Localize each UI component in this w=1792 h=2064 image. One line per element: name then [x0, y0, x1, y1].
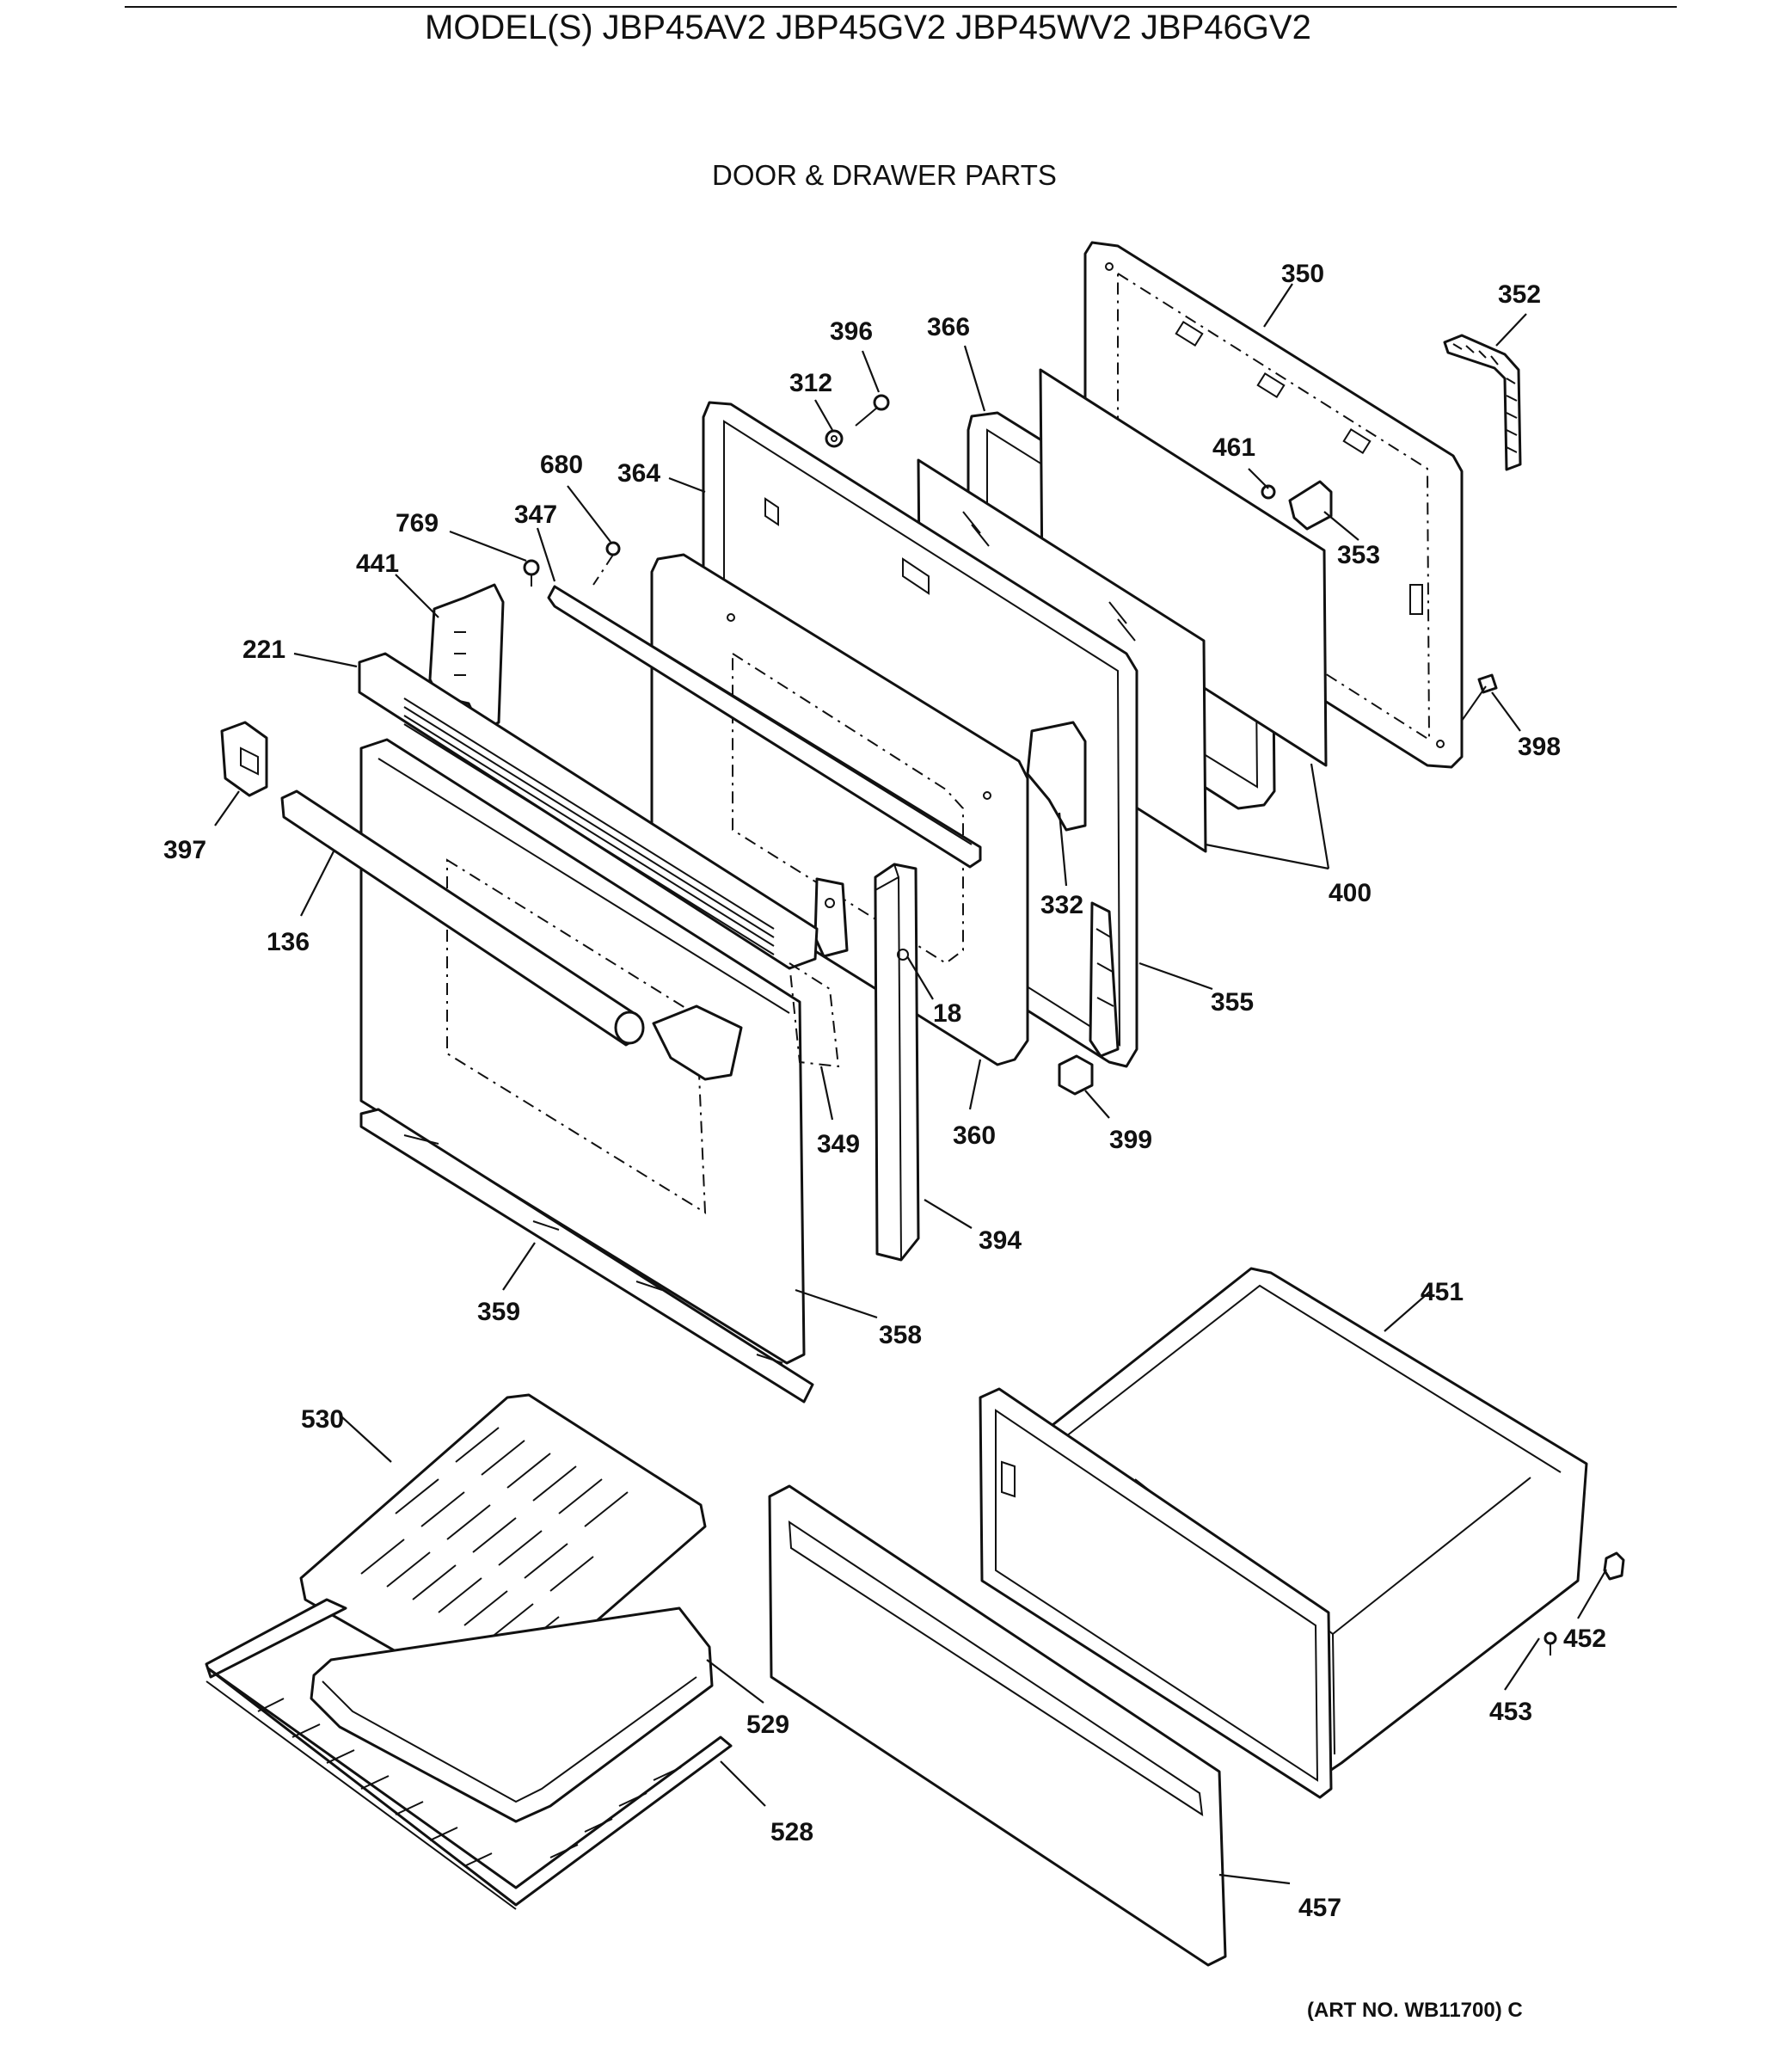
callout-332: 332 [1040, 891, 1083, 919]
part-396-screw [855, 394, 890, 427]
callout-355: 355 [1211, 988, 1254, 1017]
part-332-heat-shield [1026, 721, 1087, 832]
part-452-bumper [1603, 1551, 1625, 1581]
part-529-broiler-pan [310, 1606, 714, 1823]
callout-399: 399 [1109, 1126, 1152, 1154]
callout-530: 530 [301, 1405, 344, 1434]
part-397-end-bracket [220, 721, 268, 797]
callout-366: 366 [927, 313, 970, 341]
callout-312: 312 [789, 369, 832, 397]
callout-350: 350 [1281, 260, 1324, 288]
part-398-screw [1461, 673, 1498, 722]
callout-680: 680 [540, 451, 583, 479]
callout-353: 353 [1337, 541, 1380, 569]
callout-396: 396 [830, 317, 873, 346]
callout-397: 397 [163, 836, 206, 864]
callout-441: 441 [356, 550, 399, 578]
callout-461: 461 [1212, 433, 1255, 462]
part-355-hinge [1089, 901, 1120, 1058]
model-title: MODEL(S) JBP45AV2 JBP45GV2 JBP45WV2 JBP4… [425, 9, 1311, 46]
callout-528: 528 [770, 1818, 813, 1846]
callout-358: 358 [879, 1321, 922, 1349]
part-358-outer-door-panel [359, 738, 806, 1365]
part-530-broiler-grid [299, 1393, 707, 1705]
part-399-spacer-block [1058, 1054, 1094, 1096]
part-353-clip [1288, 480, 1333, 531]
callout-769: 769 [396, 509, 439, 538]
callout-360: 360 [953, 1121, 996, 1150]
callout-364: 364 [617, 459, 660, 488]
callout-352: 352 [1498, 280, 1541, 309]
callout-398: 398 [1518, 733, 1561, 761]
part-453-screw [1543, 1631, 1557, 1656]
art-number: (ART NO. WB11700) C [1307, 1999, 1523, 2022]
part-394-side-trim [874, 863, 920, 1262]
part-360-door-inner-panel [650, 553, 1029, 1066]
part-680-screw [592, 541, 621, 586]
part-221-vent-trim [358, 652, 819, 970]
callout-400: 400 [1329, 879, 1372, 907]
callout-452: 452 [1563, 1625, 1606, 1653]
part-769-screw [523, 559, 540, 587]
part-359-bottom-trim [359, 1108, 814, 1404]
callout-349: 349 [817, 1130, 860, 1158]
callout-347: 347 [514, 501, 557, 529]
part-drawer-front-frame [979, 1387, 1333, 1799]
section-title: DOOR & DRAWER PARTS [712, 159, 1057, 191]
part-312-nut [825, 429, 844, 448]
callout-136: 136 [267, 928, 310, 956]
part-352-door-gasket [1443, 334, 1522, 471]
part-349-insulation [788, 961, 840, 1068]
leader-lines [214, 283, 1607, 1885]
callout-529: 529 [746, 1711, 789, 1739]
part-347-top-channel [547, 585, 982, 869]
part-136-door-handle [280, 789, 645, 1047]
callout-221: 221 [242, 636, 285, 664]
part-528-oven-rack [205, 1598, 733, 1910]
callout-451: 451 [1421, 1278, 1464, 1306]
part-457-drawer-front [768, 1484, 1227, 1967]
callout-394: 394 [979, 1226, 1022, 1255]
callout-457: 457 [1298, 1894, 1341, 1922]
callout-18: 18 [933, 999, 961, 1028]
part-handle-end-cap [652, 1004, 743, 1081]
part-461-screw [1261, 484, 1276, 500]
callout-359: 359 [477, 1298, 520, 1326]
callout-453: 453 [1489, 1698, 1532, 1726]
